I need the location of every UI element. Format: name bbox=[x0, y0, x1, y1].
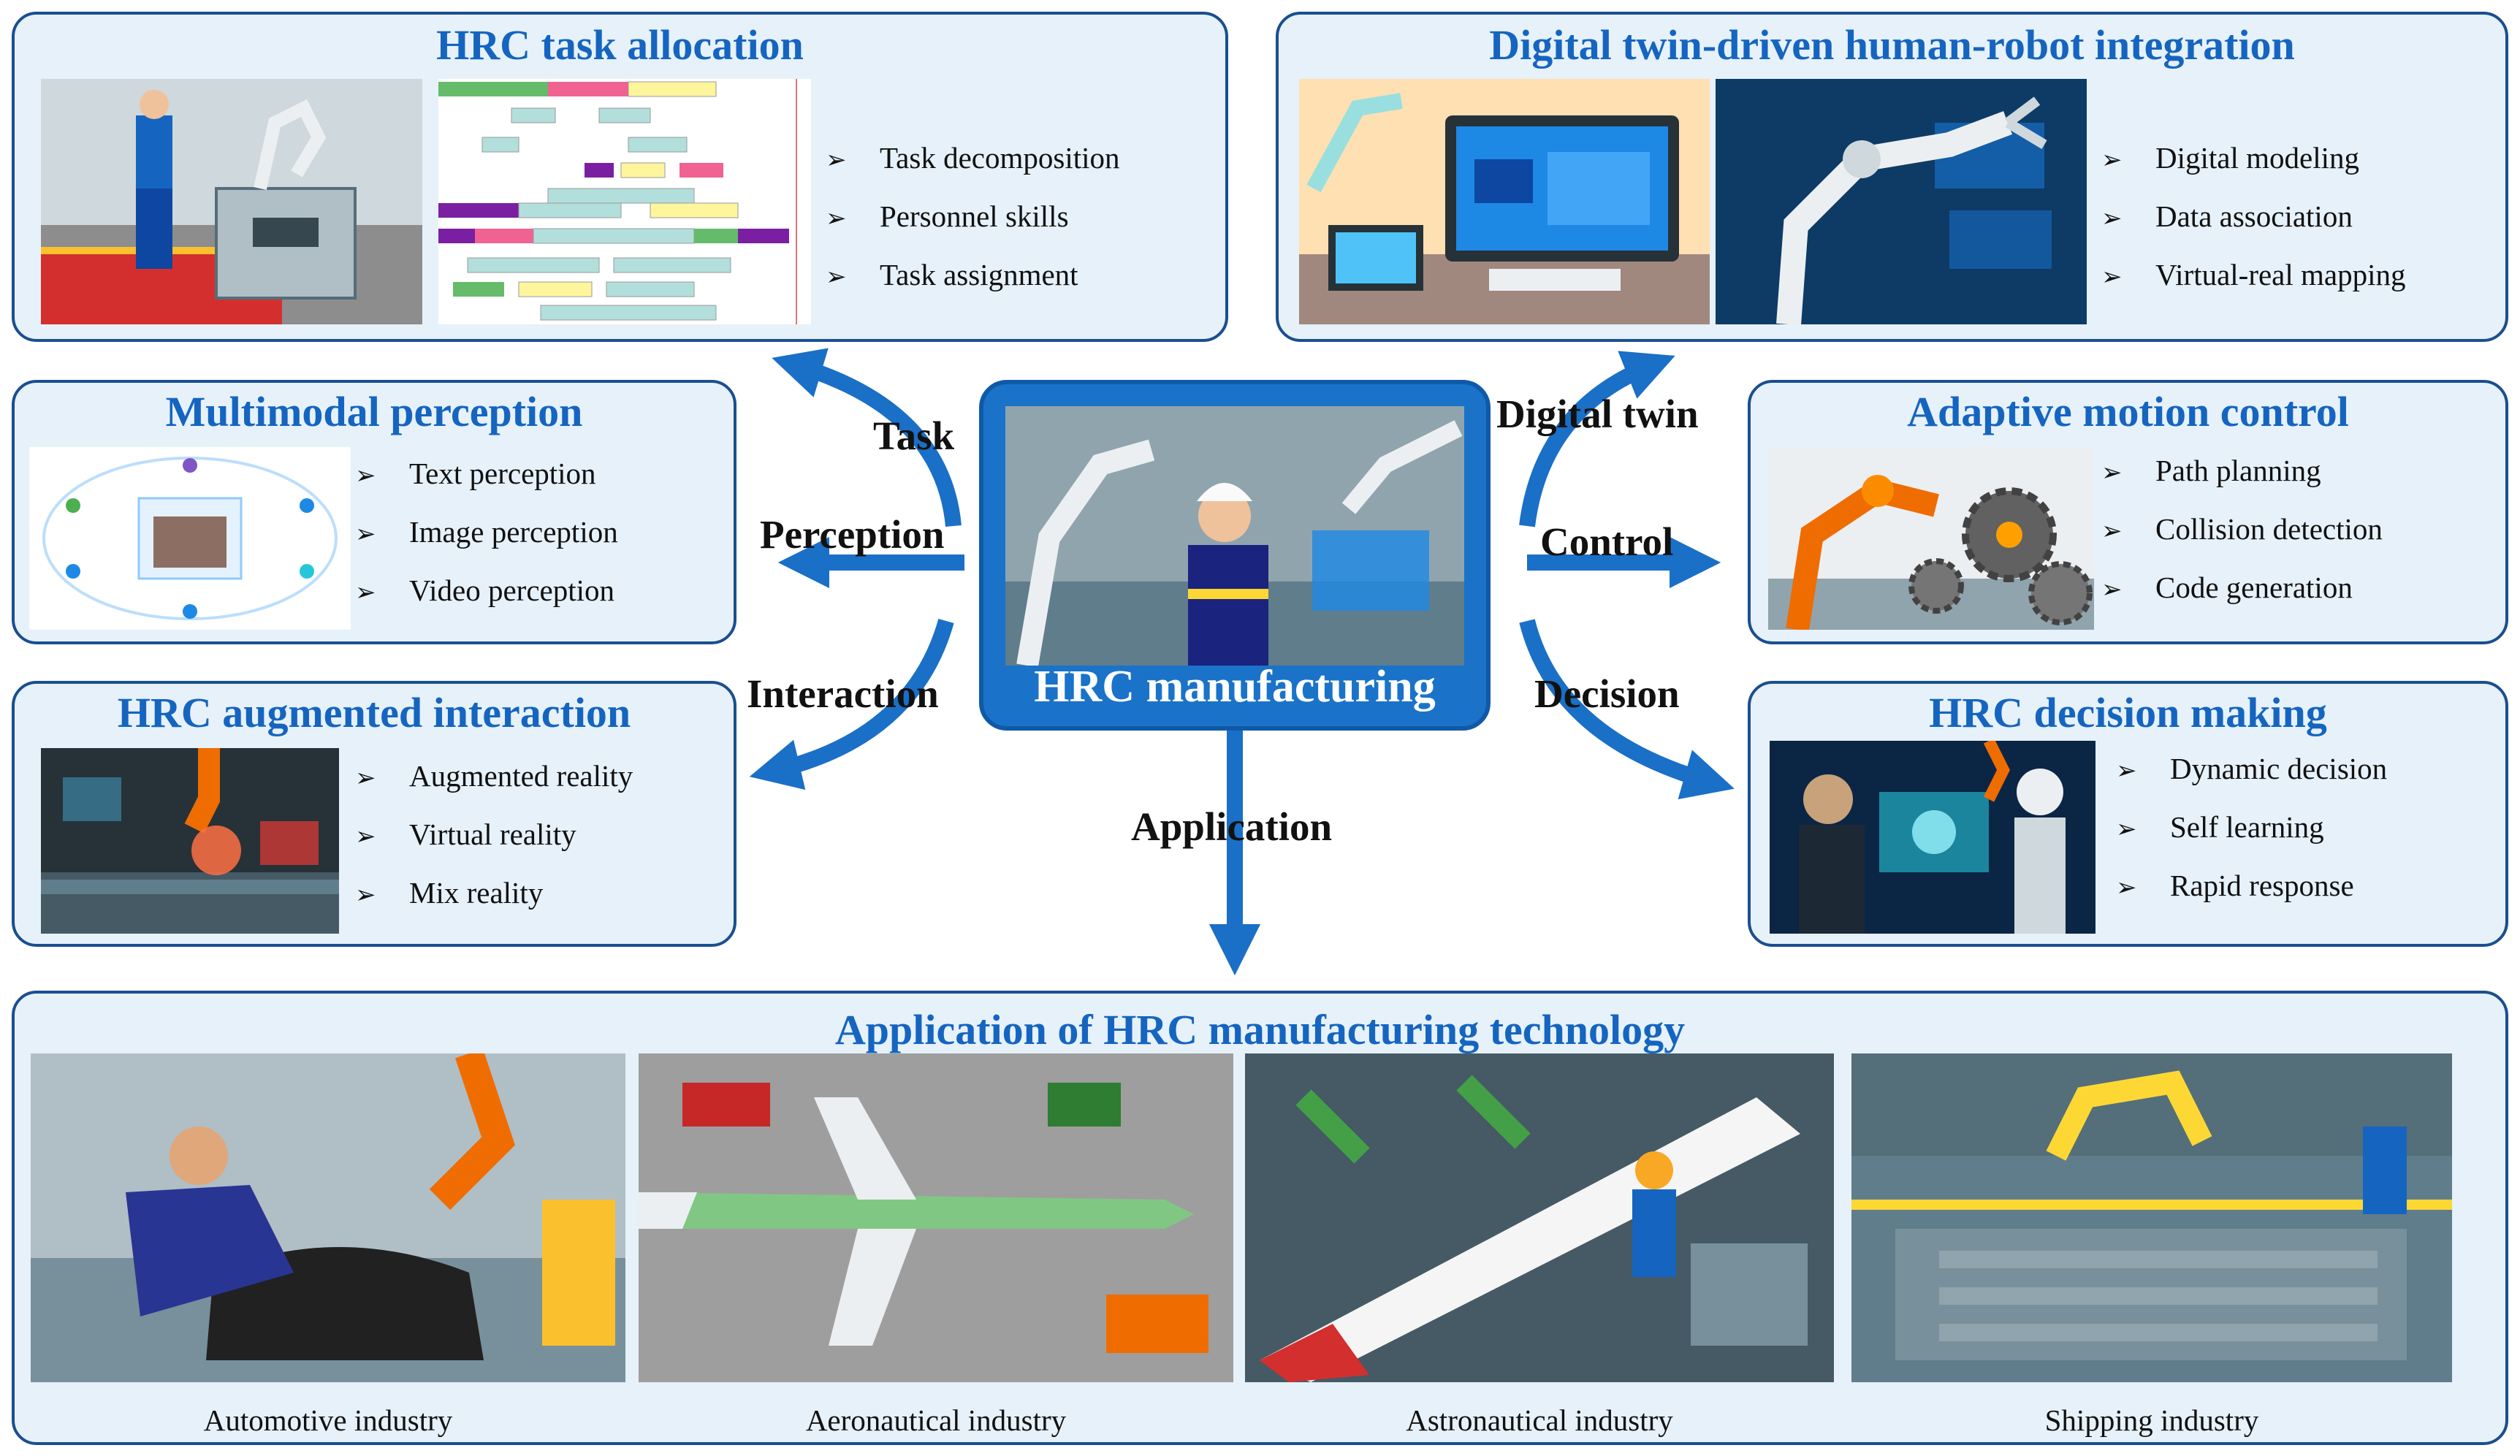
bullet-arrow-icon: ➢ bbox=[826, 145, 847, 175]
list-item: ➢Personnel skills bbox=[826, 187, 1120, 245]
panel-title: Application of HRC manufacturing technol… bbox=[834, 1006, 1686, 1053]
motion-control-list: ➢Path planning ➢Collision detection ➢Cod… bbox=[2101, 441, 2383, 617]
list-item: ➢Data association bbox=[2101, 187, 2406, 245]
panel-title: HRC augmented interaction bbox=[117, 689, 631, 736]
arrow-label-decision: Decision bbox=[1534, 671, 1680, 716]
bullet-arrow-icon: ➢ bbox=[2101, 204, 2123, 233]
bullet-arrow-icon: ➢ bbox=[355, 578, 376, 607]
decision-list: ➢Dynamic decision ➢Self learning ➢Rapid … bbox=[2116, 739, 2387, 915]
multimodal-transformer-illustration bbox=[29, 447, 351, 630]
panel-title: Multimodal perception bbox=[165, 388, 583, 435]
panel-augmented-interaction: HRC augmented interaction ➢Augmented rea… bbox=[12, 681, 736, 947]
gantt-chart-illustration bbox=[438, 79, 811, 324]
bullet-arrow-icon: ➢ bbox=[2116, 873, 2137, 902]
robot-arm-hologram-illustration bbox=[1716, 79, 2087, 324]
bullet-arrow-icon: ➢ bbox=[2116, 756, 2137, 785]
digital-twin-workstation-illustration bbox=[1299, 79, 1710, 324]
list-item: ➢Rapid response bbox=[2116, 856, 2387, 915]
hrc-factory-illustration bbox=[1005, 406, 1464, 666]
bullet-arrow-icon: ➢ bbox=[2101, 575, 2123, 604]
industry-caption: Automotive industry bbox=[203, 1403, 453, 1437]
bullet-arrow-icon: ➢ bbox=[355, 822, 376, 851]
bullet-arrow-icon: ➢ bbox=[355, 763, 376, 793]
list-item: ➢Virtual reality bbox=[355, 805, 633, 864]
list-item: ➢Task decomposition bbox=[826, 129, 1120, 187]
arrow-label-digital-twin: Digital twin bbox=[1496, 392, 1699, 436]
list-item: ➢Task assignment bbox=[826, 245, 1120, 304]
list-item: ➢Dynamic decision bbox=[2116, 739, 2387, 798]
list-item: ➢Mix reality bbox=[355, 864, 633, 922]
bullet-arrow-icon: ➢ bbox=[826, 204, 847, 233]
panel-title: HRC task allocation bbox=[436, 21, 804, 69]
astronautical-illustration bbox=[1245, 1053, 1834, 1382]
list-item: ➢Virtual-real mapping bbox=[2101, 245, 2406, 304]
task-allocation-list: ➢Task decomposition ➢Personnel skills ➢T… bbox=[826, 129, 1120, 304]
bullet-arrow-icon: ➢ bbox=[2101, 517, 2123, 546]
industry-caption: Shipping industry bbox=[2044, 1403, 2259, 1437]
list-item: ➢Collision detection bbox=[2101, 500, 2383, 558]
shipping-illustration bbox=[1851, 1053, 2452, 1382]
bullet-arrow-icon: ➢ bbox=[355, 519, 376, 549]
industry-caption: Astronautical industry bbox=[1406, 1403, 1673, 1437]
list-item: ➢Augmented reality bbox=[355, 747, 633, 805]
arrow-label-application: Application bbox=[1131, 804, 1333, 849]
perception-list: ➢Text perception ➢Image perception ➢Vide… bbox=[355, 444, 618, 620]
list-item: ➢Path planning bbox=[2101, 441, 2383, 500]
bullet-arrow-icon: ➢ bbox=[355, 880, 376, 910]
panel-multimodal-perception: Multimodal perception ➢Text perception ➢… bbox=[12, 380, 736, 644]
automotive-illustration bbox=[31, 1053, 625, 1382]
bullet-arrow-icon: ➢ bbox=[2101, 262, 2123, 291]
bullet-arrow-icon: ➢ bbox=[826, 262, 847, 291]
center-title: HRC manufacturing bbox=[1034, 662, 1436, 712]
panel-decision-making: HRC decision making ➢Dynamic decision ➢S… bbox=[1748, 681, 2508, 947]
hrc-worker-illustration bbox=[41, 79, 422, 324]
industry-caption: Aeronautical industry bbox=[805, 1403, 1067, 1437]
interaction-list: ➢Augmented reality ➢Virtual reality ➢Mix… bbox=[355, 747, 633, 922]
robot-gears-illustration bbox=[1768, 447, 2094, 630]
arrow-label-interaction: Interaction bbox=[747, 671, 939, 716]
list-item: ➢Code generation bbox=[2101, 558, 2383, 617]
bullet-arrow-icon: ➢ bbox=[2101, 458, 2123, 487]
aeronautical-illustration bbox=[639, 1053, 1233, 1382]
arrow-label-control: Control bbox=[1540, 519, 1674, 564]
list-item: ➢Text perception bbox=[355, 444, 618, 503]
bullet-arrow-icon: ➢ bbox=[2116, 815, 2137, 844]
arrow-digital-twin bbox=[1519, 351, 1675, 527]
list-item: ➢Digital modeling bbox=[2101, 129, 2406, 187]
list-item: ➢Image perception bbox=[355, 503, 618, 561]
panel-title: Adaptive motion control bbox=[1907, 388, 2349, 435]
panel-digital-twin: Digital twin-driven human-robot integrat… bbox=[1276, 12, 2508, 342]
arrow-label-perception: Perception bbox=[760, 512, 945, 557]
bullet-arrow-icon: ➢ bbox=[355, 461, 376, 490]
bullet-arrow-icon: ➢ bbox=[2101, 145, 2123, 175]
list-item: ➢Video perception bbox=[355, 561, 618, 620]
panel-adaptive-motion-control: Adaptive motion control ➢Path planning ➢… bbox=[1748, 380, 2508, 644]
panel-task-allocation: HRC task allocation bbox=[12, 12, 1228, 342]
panel-title: Digital twin-driven human-robot integrat… bbox=[1489, 21, 2295, 69]
human-robot-decision-illustration bbox=[1770, 741, 2095, 934]
ar-robot-gripper-illustration bbox=[41, 748, 339, 934]
panel-application: Application of HRC manufacturing technol… bbox=[12, 991, 2508, 1445]
digital-twin-list: ➢Digital modeling ➢Data association ➢Vir… bbox=[2101, 129, 2406, 304]
center-hub: HRC manufacturing bbox=[979, 380, 1491, 731]
panel-title: HRC decision making bbox=[1929, 689, 2327, 736]
arrow-label-task: Task bbox=[873, 413, 955, 458]
list-item: ➢Self learning bbox=[2116, 798, 2387, 856]
